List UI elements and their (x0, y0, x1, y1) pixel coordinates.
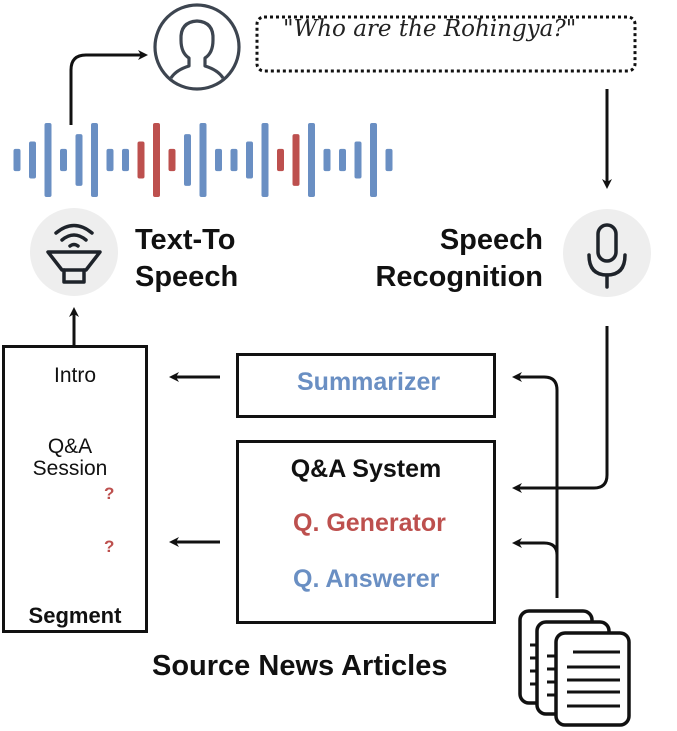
source-news-label: Source News Articles (152, 650, 448, 682)
waveform-bar (44, 123, 52, 197)
speaker-icon (30, 208, 118, 296)
waveform-bar (323, 148, 331, 172)
waveform-bar (91, 123, 98, 197)
segment-intro-label: Intro (53, 364, 97, 387)
documents-stack-icon (518, 609, 631, 727)
waveform-bar (29, 141, 36, 179)
waveform-bar (385, 148, 393, 172)
summarizer-box (236, 353, 496, 418)
segment-qa-label-line2: Session (32, 457, 108, 480)
waveform-bar (184, 134, 191, 186)
waveform-bar (106, 148, 114, 172)
asr-label: Speech Recognition (375, 222, 543, 296)
asr-to-qa-arrow (512, 326, 609, 493)
question-mark-1: ? (104, 484, 115, 503)
tts-label-line2: Speech (135, 261, 239, 293)
source-to-qa-arrow (512, 538, 559, 556)
query-bubble (255, 15, 637, 73)
tts-to-user-arrow (69, 50, 148, 125)
waveform-bar (246, 141, 253, 179)
asr-label-line2: Recognition (375, 261, 543, 293)
waveform-bar (308, 123, 315, 197)
waveform-bar (215, 148, 222, 172)
summarizer-label: Summarizer (297, 368, 441, 396)
waveform-bar (153, 123, 160, 197)
waveform-bar (122, 148, 129, 172)
question-answerer-label: Q. Answerer (293, 565, 440, 593)
waveform-bar (168, 148, 176, 172)
waveform-bar (292, 134, 300, 186)
waveform-bar (13, 148, 21, 172)
segment-qa-label-line1: Q&A (47, 435, 93, 458)
waveform-bar (137, 141, 145, 179)
microphone-icon (563, 209, 651, 297)
segment-qa-label: Q&A Session (15, 436, 125, 480)
waveform-bar (370, 123, 377, 197)
user-avatar-icon (153, 3, 241, 91)
waveform-bar (75, 134, 83, 186)
question-mark-2: ? (104, 537, 115, 556)
segment-box (2, 345, 148, 633)
waveform-bar (60, 148, 67, 172)
qa-system-box (236, 440, 496, 624)
waveform-bar (277, 148, 284, 172)
spoken-question-text: "Who are the Rohingya?" (283, 16, 577, 42)
waveform-bar (230, 148, 238, 172)
segment-footer-label: Segment (28, 603, 122, 628)
waveform-bar (354, 141, 362, 179)
audio-waveform (13, 123, 393, 197)
waveform-bar (261, 123, 269, 197)
source-to-summarizer-arrow (512, 372, 559, 598)
question-generator-label: Q. Generator (293, 509, 446, 537)
qa-system-title: Q&A System (290, 455, 442, 483)
tts-label: Text-To Speech (135, 222, 238, 296)
waveform-bar (199, 123, 207, 197)
asr-label-line1: Speech (439, 224, 543, 256)
waveform-bar (339, 148, 346, 172)
tts-label-line1: Text-To (135, 224, 236, 256)
